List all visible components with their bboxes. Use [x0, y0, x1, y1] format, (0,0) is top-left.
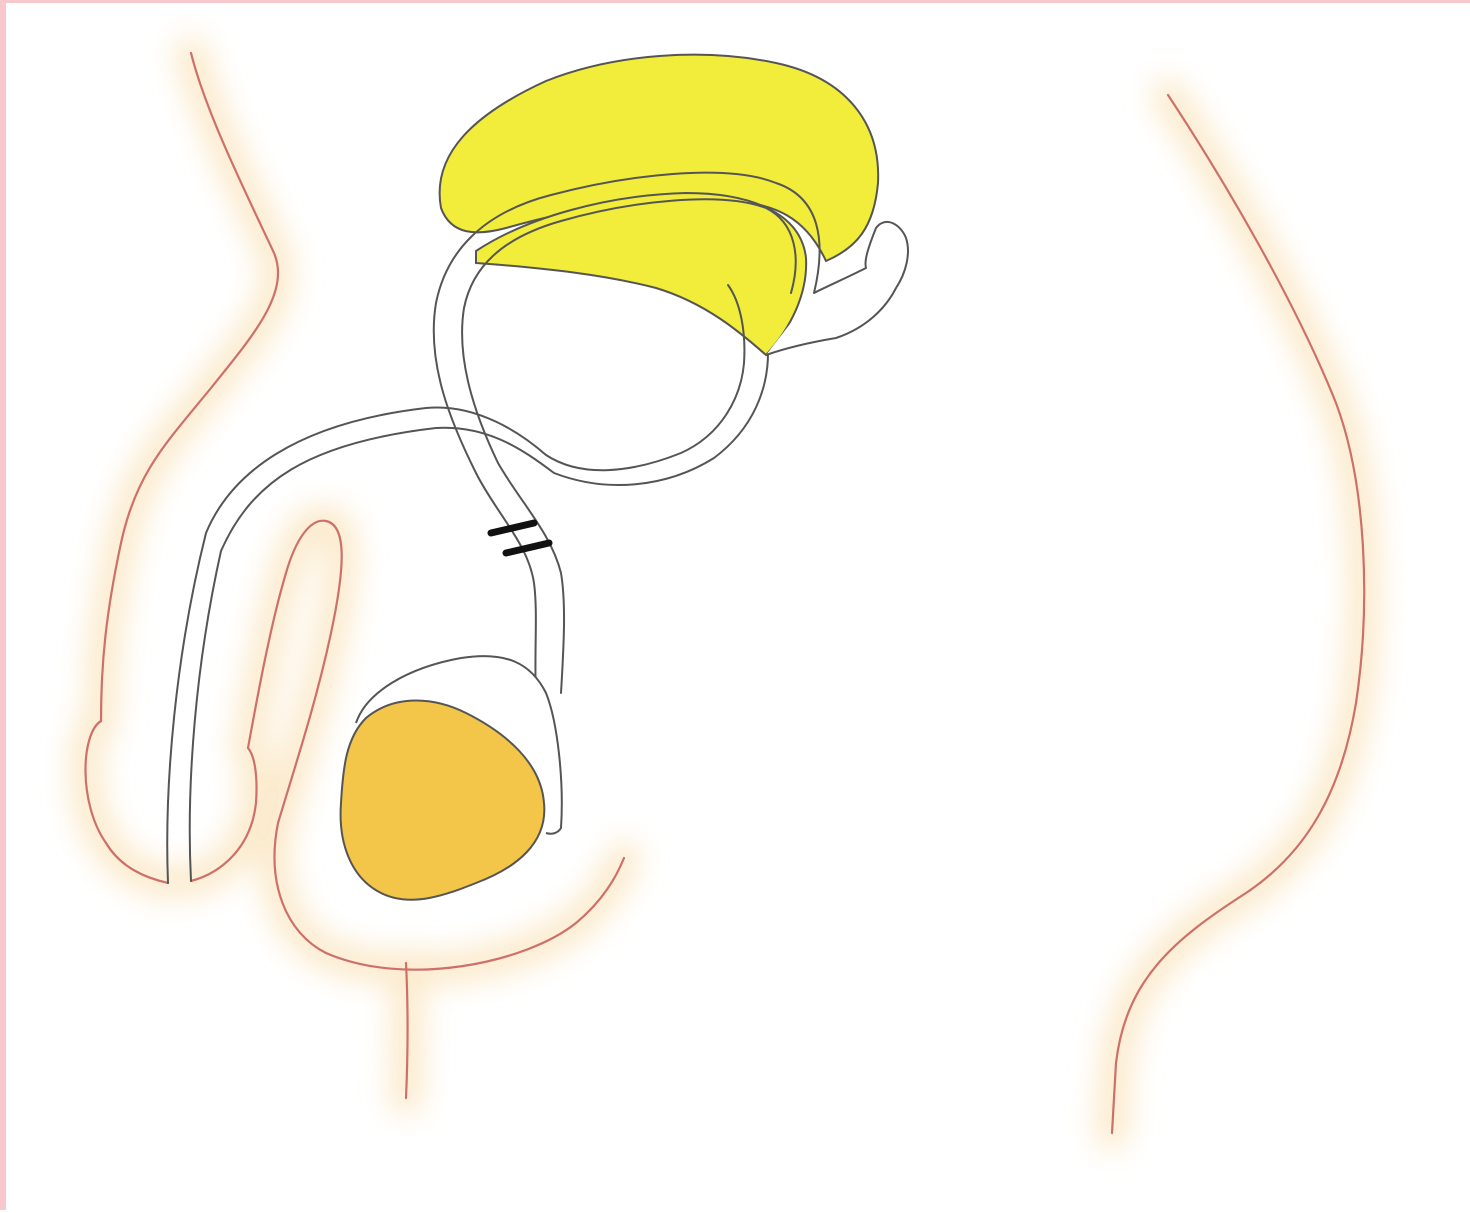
ligature-mark-lower: [506, 543, 549, 553]
ligature-mark-upper: [491, 523, 534, 533]
abdomen-outline: [101, 53, 278, 721]
vasectomy-anatomy-illustration: [6, 3, 1470, 1213]
